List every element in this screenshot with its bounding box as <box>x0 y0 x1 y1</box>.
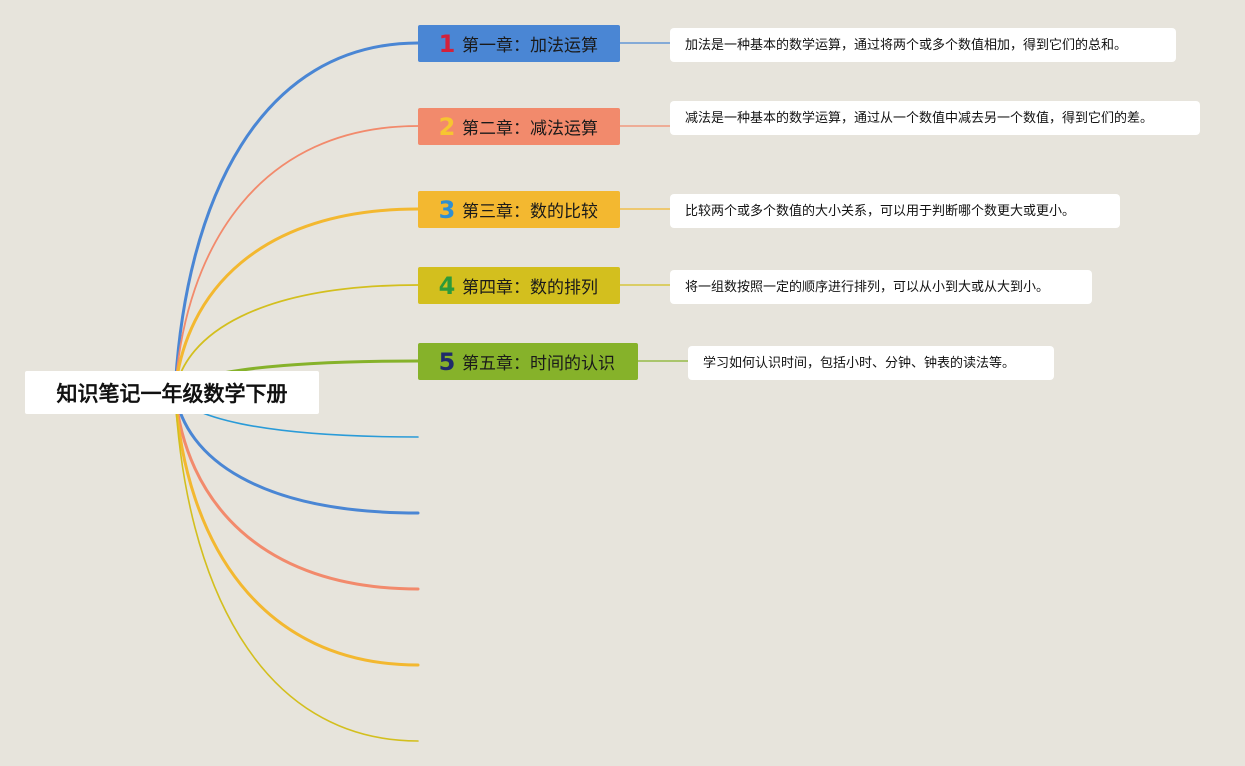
chapter-3-description: 比较两个或多个数值的大小关系，可以用于判断哪个数更大或更小。 <box>670 194 1120 228</box>
chapter-2-description-text: 减法是一种基本的数学运算，通过从一个数值中减去另一个数值，得到它们的差。 <box>685 111 1154 126</box>
chapter-2-description: 减法是一种基本的数学运算，通过从一个数值中减去另一个数值，得到它们的差。 <box>670 101 1200 135</box>
branch-curve-4 <box>174 284 419 393</box>
chapter-4-description: 将一组数按照一定的顺序进行排列，可以从小到大或从大到小。 <box>670 270 1092 304</box>
root-title: 知识笔记一年级数学下册 <box>56 381 288 406</box>
chapter-1-title: 第一章：加法运算 <box>462 36 598 56</box>
chapter-4-description-text: 将一组数按照一定的顺序进行排列，可以从小到大或从大到小。 <box>685 280 1050 295</box>
lower-branch-curve-2 <box>173 390 420 515</box>
chapter-2-number: 2 <box>438 112 456 141</box>
chapter-4-node[interactable]: 4 第四章：数的排列 <box>418 267 620 304</box>
branch-curve-2 <box>174 125 419 393</box>
lower-branch-curve-3 <box>173 390 420 591</box>
chapter-5-number: 5 <box>438 347 456 376</box>
lower-branch-curve-5 <box>174 391 419 742</box>
lower-branch-curve-4 <box>173 390 420 667</box>
chapter-1-number: 1 <box>438 29 456 58</box>
chapter-5-title: 第五章：时间的认识 <box>462 354 615 374</box>
chapter-5-node[interactable]: 5 第五章：时间的认识 <box>418 343 638 380</box>
chapter-3-title: 第三章：数的比较 <box>462 202 598 222</box>
chapter-5-description-text: 学习如何认识时间，包括小时、分钟、钟表的读法等。 <box>703 356 1016 371</box>
chapter-4-number: 4 <box>438 271 456 300</box>
chapter-1-node[interactable]: 1 第一章：加法运算 <box>418 25 620 62</box>
chapter-3-node[interactable]: 3 第三章：数的比较 <box>418 191 620 228</box>
branch-curve-1 <box>173 41 420 394</box>
branch-curve-3 <box>173 207 420 394</box>
chapter-5-description: 学习如何认识时间，包括小时、分钟、钟表的读法等。 <box>688 346 1054 380</box>
chapter-2-title: 第二章：减法运算 <box>462 119 598 139</box>
chapter-3-number: 3 <box>438 195 456 224</box>
chapter-2-node[interactable]: 2 第二章：减法运算 <box>418 108 620 145</box>
chapter-3-description-text: 比较两个或多个数值的大小关系，可以用于判断哪个数更大或更小。 <box>685 204 1076 219</box>
root-topic[interactable]: 知识笔记一年级数学下册 <box>25 371 319 414</box>
chapter-4-title: 第四章：数的排列 <box>462 278 598 298</box>
chapter-1-description: 加法是一种基本的数学运算，通过将两个或多个数值相加，得到它们的总和。 <box>670 28 1176 62</box>
chapter-1-description-text: 加法是一种基本的数学运算，通过将两个或多个数值相加，得到它们的总和。 <box>685 38 1128 53</box>
